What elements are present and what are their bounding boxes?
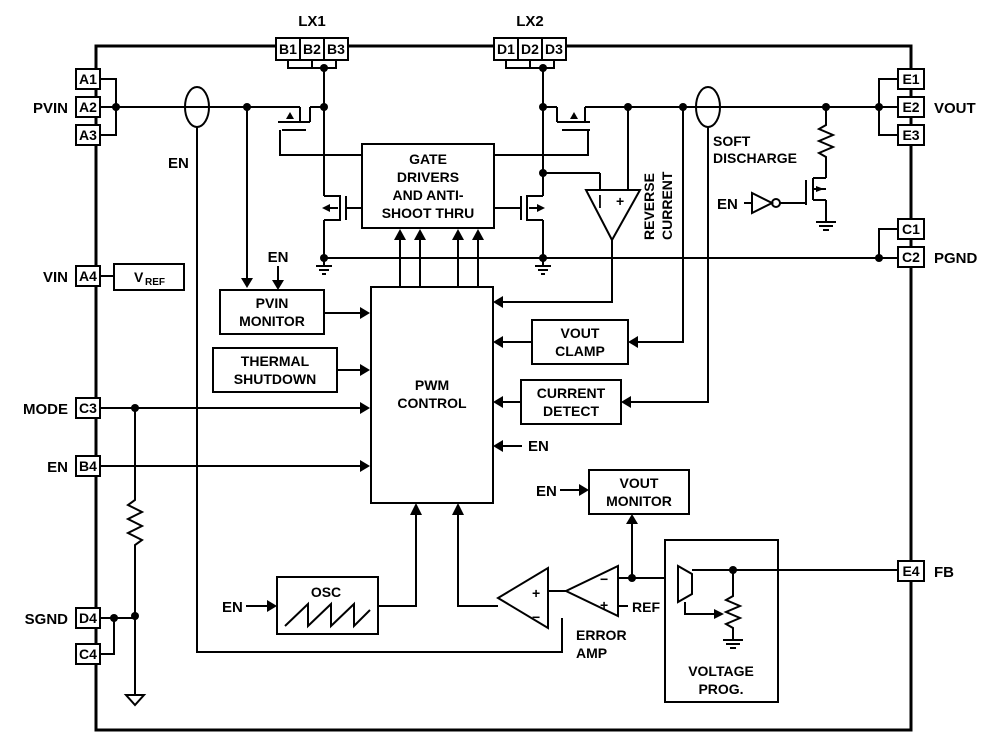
vprog-line2: PROG. bbox=[698, 681, 743, 697]
pvin-monitor-line1: PVIN bbox=[256, 295, 289, 311]
reverse-label: REVERSE bbox=[641, 173, 657, 240]
vout-monitor-line2: MONITOR bbox=[606, 493, 672, 509]
gate-line2: DRIVERS bbox=[397, 169, 459, 185]
pin-c2-label: C2 bbox=[902, 249, 920, 265]
thermal-line1: THERMAL bbox=[241, 353, 310, 369]
err-amp-plus: + bbox=[532, 585, 540, 601]
vout-clamp-line1: VOUT bbox=[561, 325, 600, 341]
vref-block bbox=[113, 263, 185, 291]
vref-sub: REF bbox=[145, 277, 165, 288]
vout-label: VOUT bbox=[934, 100, 976, 117]
mode-pulldown-resistor bbox=[125, 408, 145, 695]
pin-d4-label: D4 bbox=[79, 610, 97, 626]
en-sense-label: EN bbox=[168, 155, 189, 172]
fb-amp-plus: + bbox=[600, 597, 608, 613]
pin-e4-label: E4 bbox=[902, 563, 919, 579]
pin-c3-label: C3 bbox=[79, 400, 97, 416]
pin-c1-label: C1 bbox=[902, 221, 920, 237]
gate-line4: SHOOT THRU bbox=[382, 205, 475, 221]
current-detect-block bbox=[520, 379, 622, 425]
current-detect-line2: DETECT bbox=[543, 403, 599, 419]
lx1-label: LX1 bbox=[298, 13, 326, 30]
reverse-current-comparator: | + bbox=[493, 107, 642, 308]
gate-line3: AND ANTI- bbox=[392, 187, 463, 203]
sgnd-label: SGND bbox=[25, 611, 69, 628]
pwm-line2: CONTROL bbox=[397, 395, 467, 411]
lx2-label: LX2 bbox=[516, 13, 544, 30]
gate-line1: GATE bbox=[409, 151, 447, 167]
pin-a3-label: A3 bbox=[79, 127, 97, 143]
lx1-power-stage bbox=[278, 60, 362, 275]
en-vmon-label: EN bbox=[536, 483, 557, 500]
lx2-power-stage bbox=[494, 60, 590, 275]
error-amp: + − bbox=[452, 503, 566, 630]
pin-e2-label: E2 bbox=[902, 99, 919, 115]
current-label: CURRENT bbox=[659, 171, 675, 240]
vprog-line1: VOLTAGE bbox=[688, 663, 754, 679]
pin-a1-label: A1 bbox=[79, 71, 97, 87]
pin-d2-label: D2 bbox=[521, 41, 539, 57]
soft-discharge bbox=[744, 107, 836, 231]
fb-label: FB bbox=[934, 564, 954, 581]
pin-b3-label: B3 bbox=[327, 41, 345, 57]
soft-label: SOFT bbox=[713, 133, 751, 149]
voltage-prog-internals bbox=[677, 564, 898, 649]
top-pins: B1 B2 B3 D1 D2 D3 bbox=[275, 37, 567, 61]
left-pins: A1 A2 A3 A4 C3 B4 D4 C4 bbox=[75, 68, 101, 665]
pvin-label: PVIN bbox=[33, 100, 68, 117]
pvin-monitor-line2: MONITOR bbox=[239, 313, 305, 329]
osc-label: OSC bbox=[311, 584, 341, 600]
ref-label: REF bbox=[632, 599, 660, 615]
vin-label: VIN bbox=[43, 269, 68, 286]
current-detect-line1: CURRENT bbox=[537, 385, 606, 401]
pin-d1-label: D1 bbox=[497, 41, 515, 57]
err-amp-minus: − bbox=[532, 609, 540, 625]
pin-b2-label: B2 bbox=[303, 41, 321, 57]
voltage-prog-block bbox=[664, 539, 779, 703]
pwm-control-block bbox=[370, 286, 494, 504]
discharge-label: DISCHARGE bbox=[713, 150, 797, 166]
rc-plus: + bbox=[616, 193, 624, 209]
pin-e3-label: E3 bbox=[902, 127, 919, 143]
gate-drivers-block bbox=[361, 143, 495, 229]
pgnd-label: PGND bbox=[934, 250, 978, 267]
pwm-line1: PWM bbox=[415, 377, 449, 393]
mode-label: MODE bbox=[23, 401, 68, 418]
vout-clamp-line2: CLAMP bbox=[555, 343, 605, 359]
amp-label: AMP bbox=[576, 645, 607, 661]
pin-d3-label: D3 bbox=[545, 41, 563, 57]
pin-c4-label: C4 bbox=[79, 646, 97, 662]
vref-main: V bbox=[134, 269, 144, 285]
pin-a2-label: A2 bbox=[79, 99, 97, 115]
error-label: ERROR bbox=[576, 627, 627, 643]
en-pwm-label: EN bbox=[528, 438, 549, 455]
sgnd-ground-symbol bbox=[123, 694, 147, 707]
right-pins: E1 E2 E3 C1 C2 E4 bbox=[897, 68, 925, 582]
en-osc-label: EN bbox=[222, 599, 243, 616]
pin-e1-label: E1 bbox=[902, 71, 919, 87]
rc-minus: | bbox=[598, 192, 602, 208]
feedback-amp: − + bbox=[563, 564, 678, 618]
fb-amp-minus: − bbox=[600, 571, 608, 587]
vout-monitor-block bbox=[588, 469, 690, 515]
pin-a4-label: A4 bbox=[79, 268, 97, 284]
pvin-monitor-block bbox=[219, 289, 325, 335]
pin-b1-label: B1 bbox=[279, 41, 297, 57]
en-pvin-mon-label: EN bbox=[268, 249, 289, 266]
thermal-line2: SHUTDOWN bbox=[234, 371, 316, 387]
vout-monitor-line1: VOUT bbox=[620, 475, 659, 491]
pin-b4-label: B4 bbox=[79, 458, 97, 474]
pwm-to-gate-arrows bbox=[394, 229, 484, 287]
en-sd-label: EN bbox=[717, 196, 738, 213]
sense-line bbox=[196, 127, 563, 653]
sawtooth-icon bbox=[284, 601, 371, 629]
en-pin-label: EN bbox=[47, 459, 68, 476]
